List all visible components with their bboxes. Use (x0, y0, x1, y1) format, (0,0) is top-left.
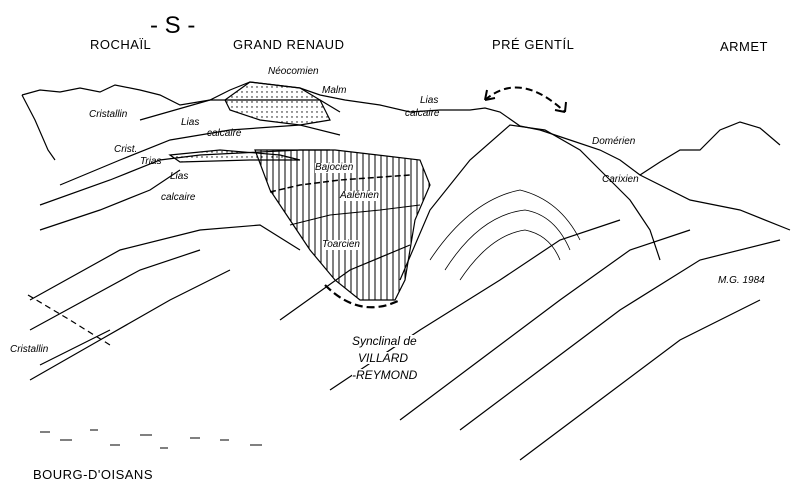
fold-arrow-heads (484, 89, 567, 113)
slope-line (399, 229, 691, 421)
orientation-label: - S - (150, 12, 196, 39)
formation-calcaire-2: calcaire (161, 192, 196, 203)
formation-neocomien: Néocomien (268, 66, 319, 77)
formation-lias-3: Lias (420, 95, 439, 106)
aalenien-boundary (289, 204, 421, 226)
slope-line (459, 239, 781, 431)
ridge-line (21, 81, 781, 176)
peak-label-grand-renaud: GRAND RENAUD (233, 37, 345, 52)
slope-line (329, 219, 621, 391)
syncline-label-line2: VILLARD (358, 351, 409, 365)
slope-line (29, 224, 301, 301)
formation-carixien: Carixien (602, 174, 639, 185)
cristallin-boundary (27, 294, 111, 346)
formation-lias-2: Lias (170, 171, 189, 182)
syncline-label-line1: Synclinal de (352, 334, 417, 348)
fold-arrow (484, 86, 566, 113)
slope-line (519, 299, 761, 461)
peak-label-armet: ARMET (720, 39, 768, 54)
formation-trias: Trias (140, 156, 162, 167)
syncline-axis (324, 284, 401, 309)
peak-label-pre-gentil: PRÉ GENTÍL (492, 37, 575, 52)
formation-cristallin-bottom: Cristallin (10, 344, 49, 355)
slope-line (29, 269, 231, 381)
formation-aalenien: Aalénien (340, 190, 379, 201)
armet-slope (639, 174, 791, 231)
bajocien-boundary (269, 174, 411, 193)
syncline-label-line3: -REYMOND (352, 368, 418, 382)
signature: M.G. 1984 (718, 275, 765, 286)
anticline-fold (459, 229, 561, 281)
slope-line (39, 329, 111, 366)
formation-calcaire-1: calcaire (207, 128, 242, 139)
valley-marks (40, 429, 262, 449)
syncline-hatched (254, 149, 431, 301)
formation-crist: Crist. (114, 144, 138, 155)
formation-domerien: Domérien (592, 136, 636, 147)
anticline-fold (429, 189, 581, 261)
strata-line (39, 169, 181, 231)
neocomien-stipple (224, 81, 331, 126)
slope-line (279, 244, 411, 321)
formation-malm: Malm (322, 85, 347, 96)
formation-calcaire-3: calcaire (405, 108, 440, 119)
formation-cristallin-top: Cristallin (89, 109, 128, 120)
slope-line (29, 249, 201, 331)
formation-toarcien: Toarcien (322, 239, 360, 250)
formation-lias-1: Lias (181, 117, 200, 128)
rochail-flank (21, 94, 56, 161)
strata-line (59, 124, 341, 186)
anticline-fold (444, 209, 571, 271)
town-label: BOURG-D'OISANS (33, 467, 153, 482)
anticline-outline (399, 124, 661, 281)
formation-bajocien: Bajocien (315, 162, 354, 173)
peak-label-rochail: ROCHAÏL (90, 37, 152, 52)
